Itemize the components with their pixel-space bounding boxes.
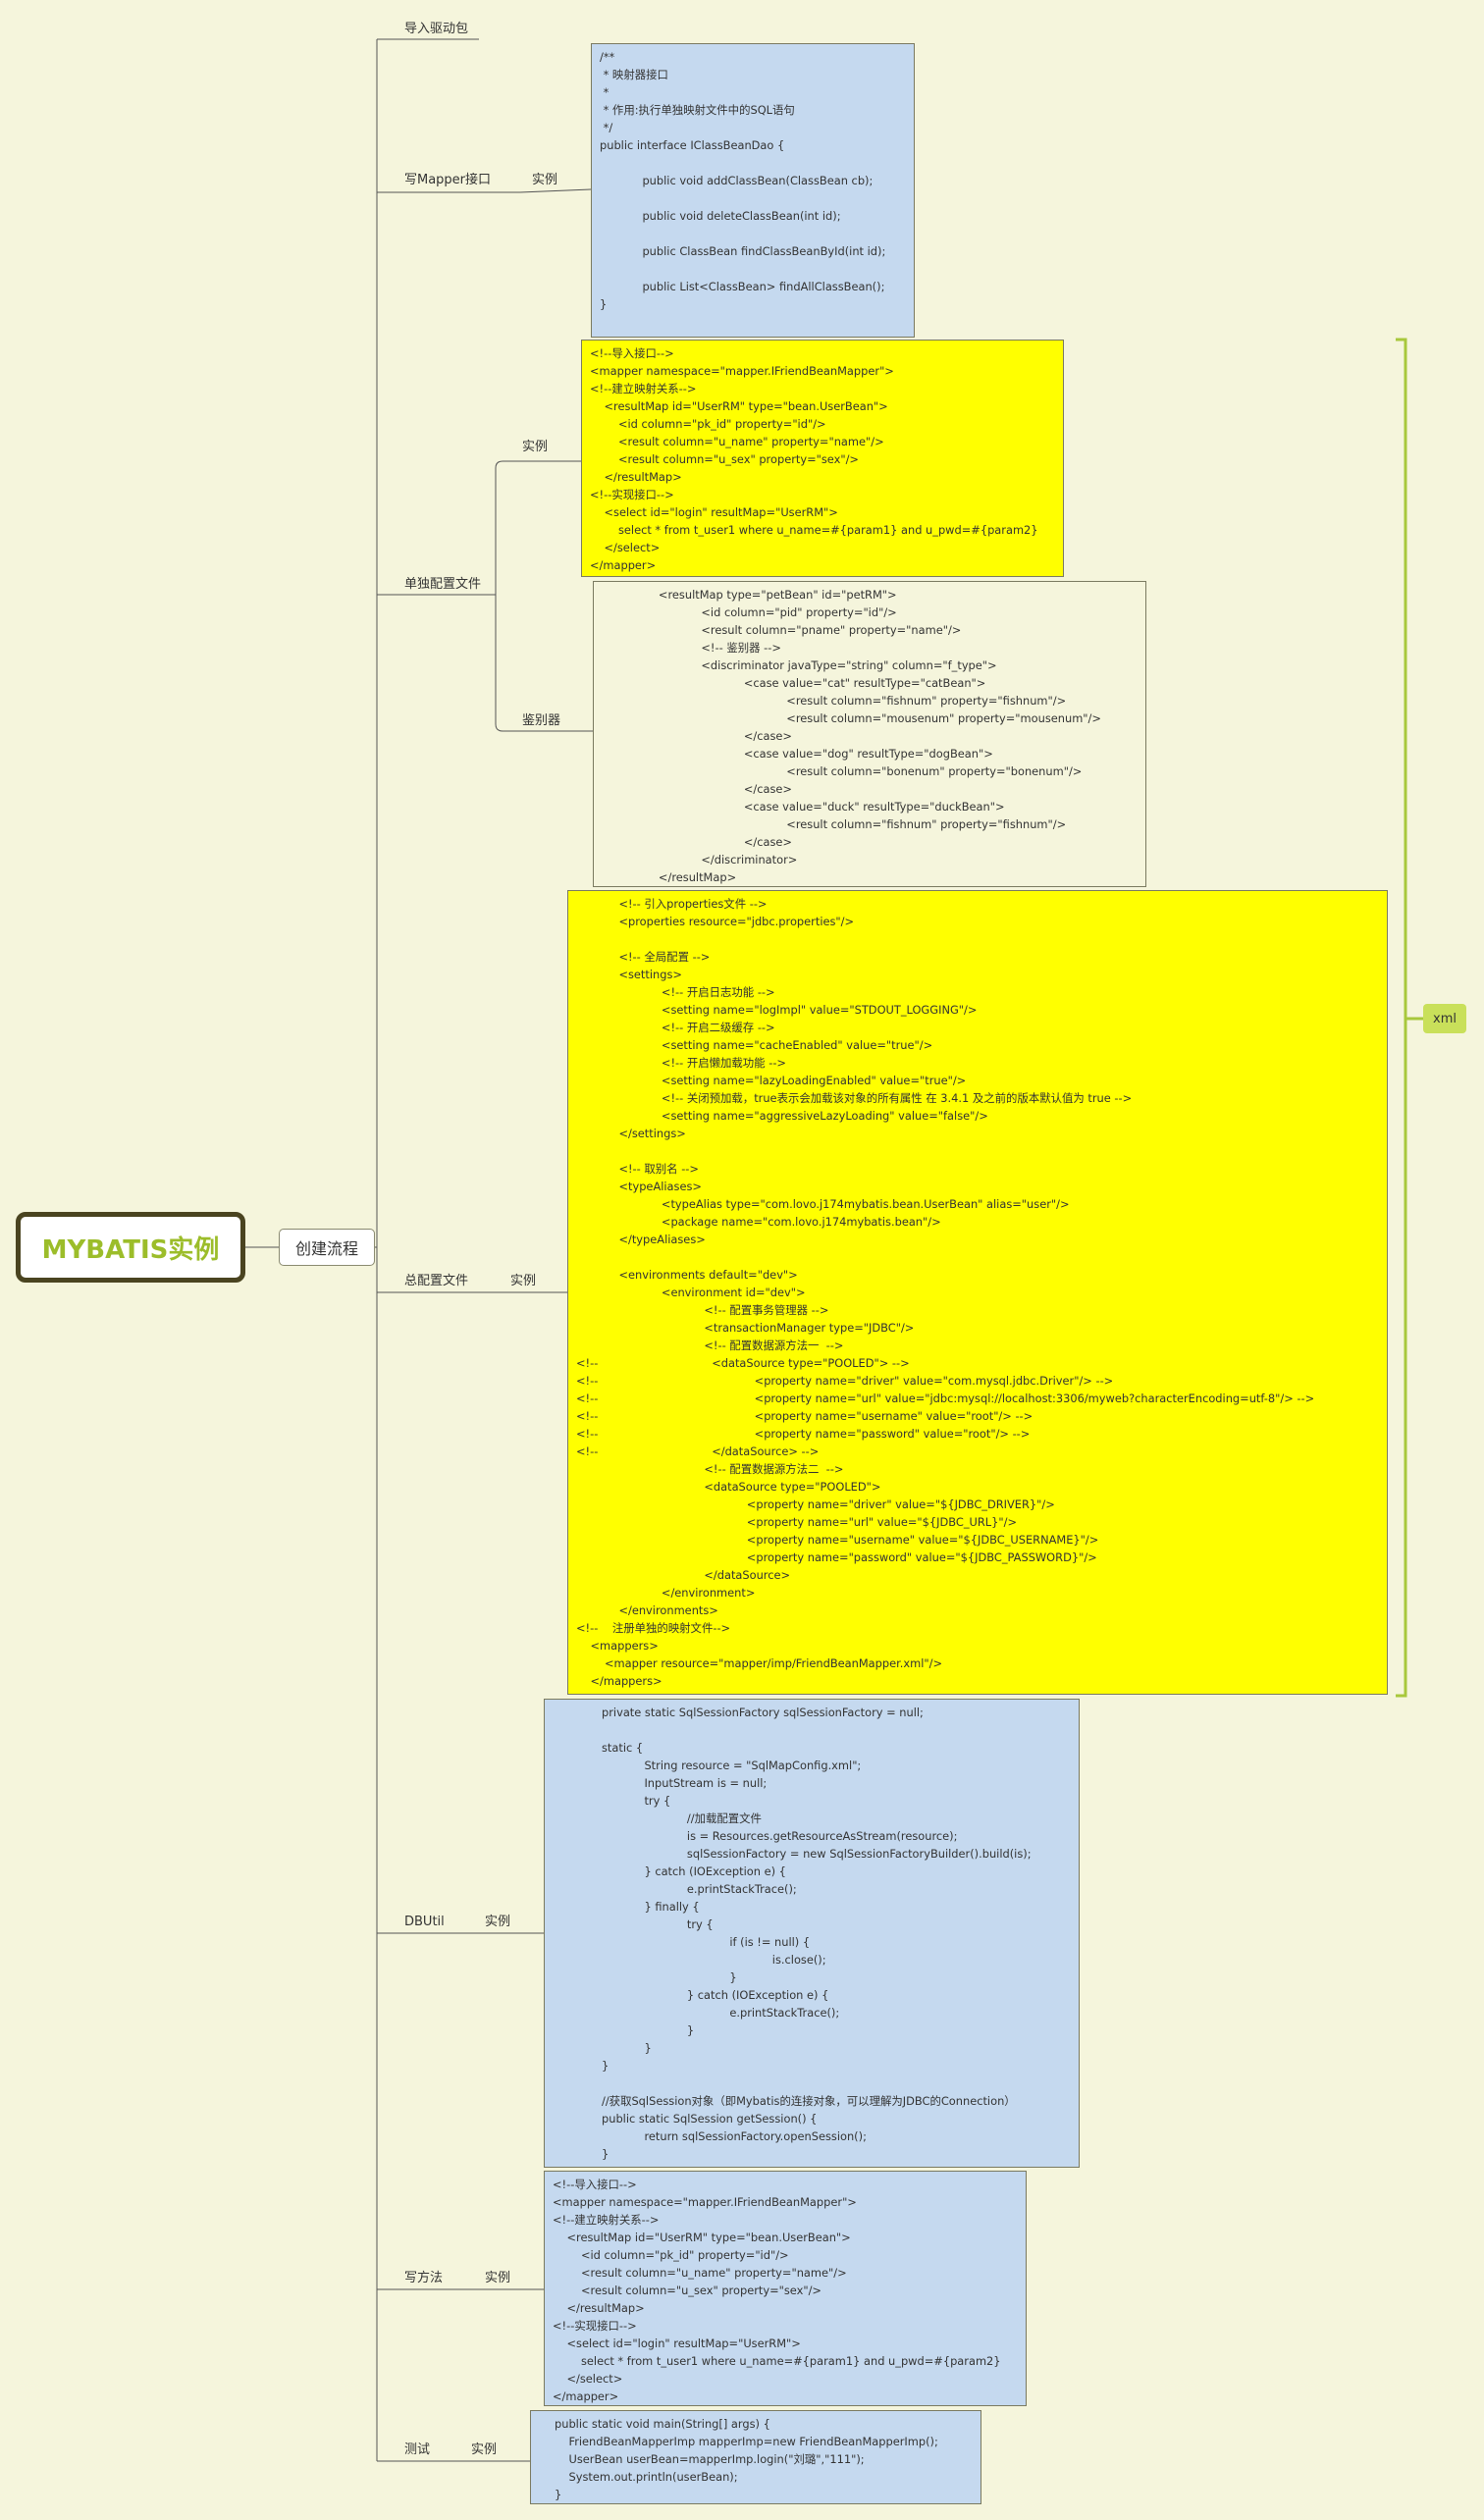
branch-discriminator[interactable]: 鉴别器: [522, 713, 561, 728]
write-method-code: <!--导入接口--> <mapper namespace="mapper.IF…: [544, 2171, 1027, 2406]
branch-total-config[interactable]: 总配置文件: [404, 1274, 469, 1288]
branch-example-total[interactable]: 实例: [510, 1274, 537, 1288]
branch-dbutil[interactable]: DBUtil: [404, 1915, 445, 1929]
mapper-interface-code: /** * 映射器接口 * * 作用:执行单独映射文件中的SQL语句 */ pu…: [591, 43, 915, 338]
discriminator-code: <resultMap type="petBean" id="petRM"> <i…: [593, 581, 1146, 887]
xml-tag[interactable]: xml: [1423, 1004, 1466, 1033]
branch-example-test[interactable]: 实例: [471, 2442, 498, 2457]
root-node[interactable]: MYBATIS实例: [16, 1212, 245, 1283]
branch-write-method[interactable]: 写方法: [404, 2271, 444, 2285]
branch-test[interactable]: 测试: [404, 2442, 431, 2457]
dbutil-code: private static SqlSessionFactory sqlSess…: [544, 1699, 1080, 2168]
branch-single-config[interactable]: 单独配置文件: [404, 577, 482, 592]
total-config-code: <!-- 引入properties文件 --> <properties reso…: [567, 890, 1388, 1695]
branch-example-dbutil[interactable]: 实例: [485, 1915, 511, 1929]
single-config-example-code: <!--导入接口--> <mapper namespace="mapper.IF…: [581, 340, 1064, 577]
test-code: public static void main(String[] args) {…: [530, 2410, 981, 2504]
branch-driver[interactable]: 导入驱动包: [404, 22, 469, 36]
branch-example-method[interactable]: 实例: [485, 2271, 511, 2285]
branch-mapper[interactable]: 写Mapper接口: [404, 173, 492, 187]
branch-example-single[interactable]: 实例: [522, 440, 549, 454]
branch-example-mapper[interactable]: 实例: [532, 173, 558, 187]
flow-node[interactable]: 创建流程: [279, 1229, 375, 1266]
